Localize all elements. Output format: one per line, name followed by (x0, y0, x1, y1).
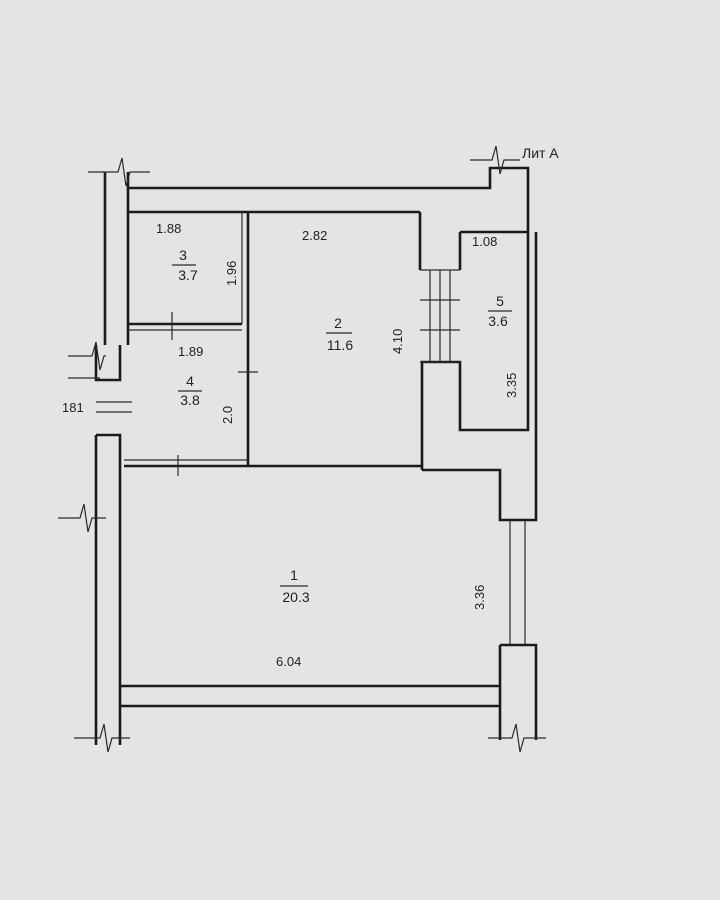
room1-width-dim: 6.04 (276, 654, 301, 669)
room2-width-dim: 2.82 (302, 228, 327, 243)
passage-width-dim: 181 (62, 400, 84, 415)
dimension-labels: 1.88 1.96 2.82 4.10 1.08 3.35 1.89 2.0 6… (62, 221, 519, 669)
room3-width-dim: 1.88 (156, 221, 181, 236)
room-4-area: 3.8 (180, 392, 200, 408)
room3-height-dim: 1.96 (224, 261, 239, 286)
break-symbols (58, 145, 546, 753)
room-5-area: 3.6 (488, 313, 508, 329)
room2-height-dim: 4.10 (390, 329, 405, 354)
room4-width-dim: 1.89 (178, 344, 203, 359)
room-3-number: 3 (179, 247, 187, 263)
room-1-number: 1 (290, 567, 298, 583)
room5-width-dim: 1.08 (472, 234, 497, 249)
room-labels: 3 3.7 2 11.6 5 3.6 4 3.8 1 20.3 (172, 247, 512, 605)
room-1-area: 20.3 (282, 589, 309, 605)
room4-height-dim: 2.0 (220, 406, 235, 424)
plan-title: Лит А (522, 145, 559, 161)
room5-height-dim: 3.35 (504, 373, 519, 398)
room1-height-dim: 3.36 (472, 585, 487, 610)
room-5-number: 5 (496, 293, 504, 309)
outer-walls (94, 166, 538, 745)
room-2-area: 11.6 (327, 337, 353, 353)
room-3-area: 3.7 (178, 267, 198, 283)
partitions (124, 212, 528, 476)
room-2-number: 2 (334, 315, 342, 331)
room-4-number: 4 (186, 373, 194, 389)
